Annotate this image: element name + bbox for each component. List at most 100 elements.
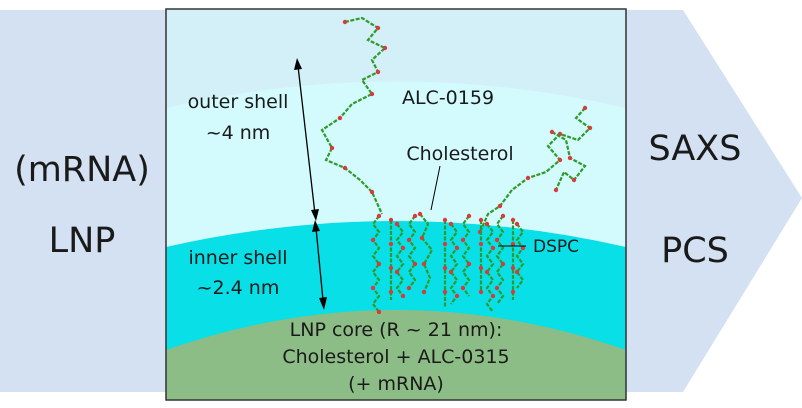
atom-dot — [510, 241, 516, 247]
core-region — [166, 310, 626, 400]
atom-dot — [448, 221, 454, 227]
atom-dot — [376, 309, 382, 315]
atom-dot — [342, 165, 348, 171]
atom-dot — [490, 245, 496, 251]
atom-dot — [448, 269, 454, 275]
core-label-line1: LNP core (R ~ 21 nm): — [290, 319, 503, 341]
core-label-line3: (+ mRNA) — [348, 373, 444, 395]
pcs-label: PCS — [661, 231, 729, 271]
atom-dot — [375, 25, 381, 31]
atom-dot — [406, 285, 412, 291]
atom-dot — [370, 285, 376, 291]
atom-dot — [510, 289, 516, 295]
outer-shell-dimension-arrow — [294, 58, 319, 221]
atom-dot — [460, 285, 466, 291]
atom-dot — [454, 245, 460, 251]
atom-dot — [557, 157, 563, 163]
atom-dot — [514, 269, 520, 275]
atom-dot — [369, 189, 375, 195]
atom-dot — [412, 213, 418, 219]
atom-dot — [484, 221, 490, 227]
lnp-label: LNP — [49, 221, 116, 261]
atom-dot — [342, 19, 348, 25]
lipid-tail — [395, 223, 405, 297]
atom-dot — [442, 289, 448, 295]
outer-shell-label: outer shell — [188, 91, 289, 113]
schematic-panel — [166, 9, 626, 400]
atom-dot — [382, 45, 388, 51]
atom-dot — [329, 145, 335, 151]
atom-dot — [466, 261, 472, 267]
atom-dot — [454, 293, 460, 299]
atom-dot — [460, 237, 466, 243]
atom-dot — [412, 261, 418, 267]
atom-dot — [510, 265, 516, 271]
lipid-tail — [407, 215, 417, 289]
atom-dot — [525, 175, 531, 181]
atom-dot — [376, 261, 382, 267]
atom-dot — [478, 265, 484, 271]
alc-0159-label: ALC-0159 — [402, 87, 494, 109]
saxs-label: SAXS — [648, 129, 741, 169]
atom-dot — [394, 269, 400, 275]
atom-dot — [394, 221, 400, 227]
atom-dot — [510, 217, 516, 223]
atom-dot — [388, 289, 394, 295]
atom-dot — [442, 265, 448, 271]
atom-dot — [484, 269, 490, 275]
atom-dot — [478, 217, 484, 223]
atom-dot — [514, 221, 520, 227]
atom-dot — [553, 187, 559, 193]
peg-chain-3 — [551, 131, 587, 191]
atom-dot — [442, 241, 448, 247]
atom-dot — [500, 261, 506, 267]
inner-shell-dimension-arrow — [312, 220, 327, 310]
panel-border — [165, 8, 627, 401]
atom-dot — [419, 235, 425, 241]
inner-shell-label: inner shell — [188, 247, 287, 269]
atom-dot — [376, 213, 382, 219]
atom-dot — [400, 245, 406, 251]
mrna-label: (mRNA) — [14, 150, 150, 190]
inner-shell-thickness: ~2.4 nm — [197, 277, 280, 299]
cholesterol-molecule — [419, 213, 434, 293]
atom-dot — [388, 217, 394, 223]
atom-dot — [567, 155, 573, 161]
cholesterol-callout-line — [430, 165, 441, 211]
atom-dot — [478, 289, 484, 295]
lipid-tail — [449, 223, 459, 305]
atom-dot — [571, 177, 577, 183]
core-label-line2: Cholesterol + ALC-0315 — [282, 346, 509, 368]
atom-dot — [549, 129, 555, 135]
cholesterol-label: Cholesterol — [406, 143, 513, 165]
outer-shell-thickness: ~4 nm — [206, 122, 271, 144]
atom-dot — [466, 213, 472, 219]
lipid-tail — [371, 215, 381, 313]
atom-dot — [417, 211, 423, 217]
atom-dot — [494, 237, 500, 243]
dspc-label: DSPC — [533, 237, 579, 257]
atom-dot — [494, 285, 500, 291]
atom-dot — [587, 125, 593, 131]
atom-dot — [421, 289, 427, 295]
atom-dot — [388, 241, 394, 247]
atom-dot — [369, 91, 375, 97]
atom-dot — [582, 105, 588, 111]
atom-dot — [478, 241, 484, 247]
atom-dot — [490, 293, 496, 299]
atom-dot — [400, 293, 406, 299]
atom-dot — [500, 213, 506, 219]
atom-dot — [421, 261, 427, 267]
atom-dot — [388, 265, 394, 271]
atom-dot — [337, 115, 343, 121]
lipid-tail — [461, 215, 471, 297]
atom-dot — [497, 203, 503, 209]
atom-dot — [520, 245, 526, 251]
atom-dot — [375, 69, 381, 75]
atom-dot — [442, 217, 448, 223]
atom-dot — [406, 237, 412, 243]
lipid-molecules — [320, 16, 593, 315]
lipid-tail — [515, 223, 525, 289]
